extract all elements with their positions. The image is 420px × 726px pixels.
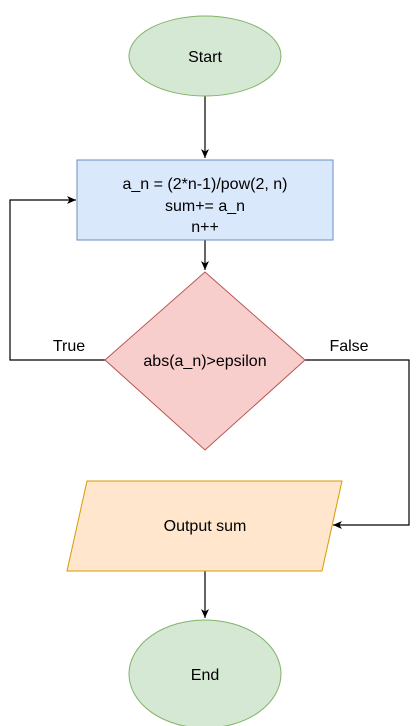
connector-true-loop (9, 196, 105, 361)
connector-false-branch (305, 359, 410, 529)
connectors (9, 96, 410, 618)
end-label: End (191, 667, 219, 684)
end-node: End (128, 619, 282, 726)
process-node: a_n = (2*n-1)/pow(2, n) sum+= a_n n++ (76, 159, 334, 241)
decision-shape (104, 271, 306, 451)
process-line-1: a_n = (2*n-1)/pow(2, n) (123, 176, 288, 193)
output-label: Output sum (164, 518, 247, 535)
decision-label: abs(a_n)>epsilon (143, 353, 266, 370)
process-shape (76, 159, 334, 241)
end-shape (128, 619, 282, 726)
process-line-2: sum+= a_n (165, 198, 245, 215)
start-label: Start (188, 49, 222, 66)
process-line-3: n++ (191, 219, 219, 236)
start-shape (128, 15, 282, 97)
false-branch-label: False (329, 338, 368, 355)
output-shape (66, 480, 343, 572)
start-node: Start (128, 15, 282, 97)
true-branch-label: True (53, 338, 85, 355)
output-node: Output sum (66, 480, 343, 572)
decision-node: abs(a_n)>epsilon (104, 271, 306, 451)
